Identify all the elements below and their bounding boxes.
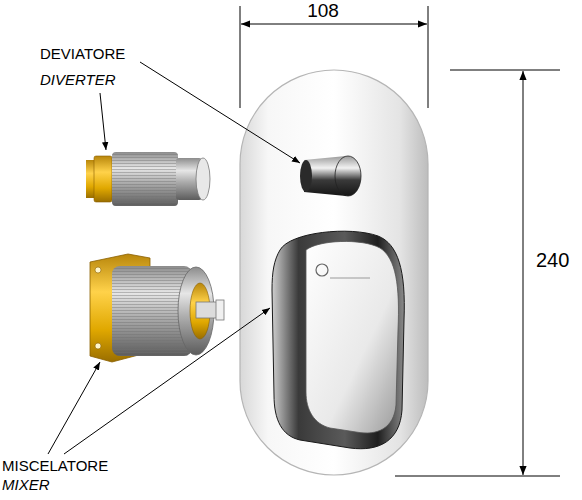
dimension-line bbox=[241, 24, 427, 25]
leader-lines bbox=[48, 62, 300, 454]
part-name: MISCELATORE bbox=[2, 458, 108, 475]
lever-body bbox=[272, 231, 404, 449]
cartridge-thread bbox=[86, 160, 94, 198]
dimension-line bbox=[523, 71, 524, 475]
brand-logo bbox=[316, 264, 328, 276]
knob-face bbox=[335, 156, 361, 196]
part-name: DEVIATORE bbox=[40, 46, 125, 63]
part-name: DIVERTER bbox=[40, 72, 116, 89]
brand-logo bbox=[330, 278, 370, 279]
diverter-knob bbox=[300, 156, 361, 196]
extension-line bbox=[240, 6, 241, 108]
extension-line bbox=[450, 70, 560, 71]
leader-line bbox=[48, 362, 100, 454]
screw-hole bbox=[95, 267, 101, 273]
screw-hole bbox=[95, 343, 101, 349]
spindle-tip bbox=[216, 300, 224, 320]
lever-face bbox=[306, 241, 398, 433]
cap-face bbox=[196, 158, 210, 200]
diverter-cartridge bbox=[86, 152, 210, 206]
leader-line bbox=[140, 62, 300, 163]
extension-line bbox=[428, 6, 429, 108]
mixer-lever bbox=[272, 231, 404, 449]
wall-plate bbox=[240, 70, 428, 475]
leader-line bbox=[64, 308, 270, 454]
mixer-cartridge bbox=[90, 254, 224, 362]
extension-line bbox=[395, 476, 560, 477]
cartridge-nut bbox=[94, 156, 112, 202]
knurling bbox=[112, 152, 178, 206]
part-name: MIXER bbox=[2, 477, 50, 494]
dimension-value: 108 bbox=[304, 1, 342, 22]
cartridge-sleeve bbox=[112, 152, 178, 206]
leader-line bbox=[100, 93, 106, 150]
dimension-value: 240 bbox=[536, 249, 569, 271]
knob-base bbox=[300, 160, 312, 192]
